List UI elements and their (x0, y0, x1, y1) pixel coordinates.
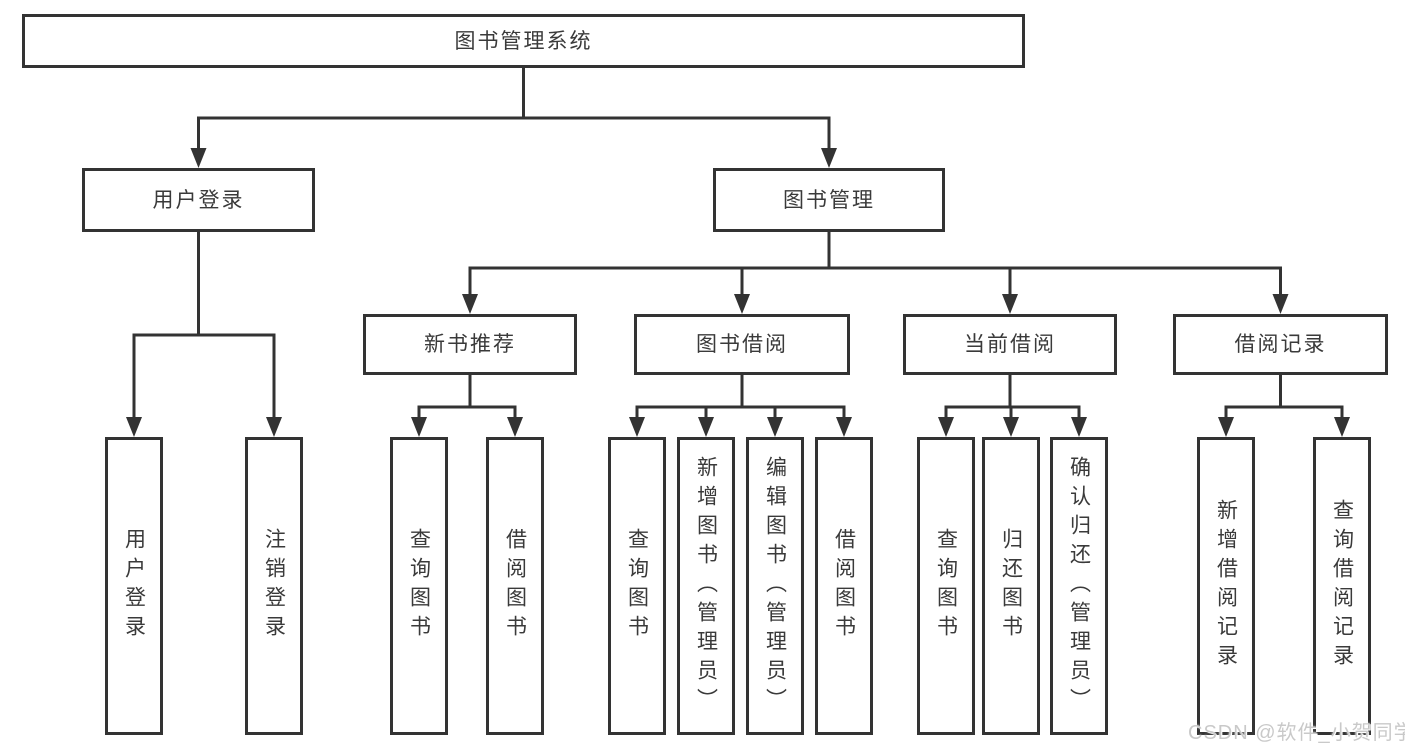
node-book-management: 图书管理 (713, 168, 945, 232)
leaf-query-books: 查询图书 (390, 437, 448, 735)
leaf-label: 查询图书 (934, 528, 958, 644)
root-node-library-management-system: 图书管理系统 (22, 14, 1025, 68)
node-label: 新书推荐 (424, 333, 516, 356)
leaf-query-books: 查询图书 (608, 437, 666, 735)
leaf-label: 新增借阅记录 (1214, 499, 1238, 673)
leaf-label: 查询图书 (625, 528, 649, 644)
leaf-confirm-return-admin: 确认归还（管理员） (1050, 437, 1108, 735)
node-book-borrowing: 图书借阅 (634, 314, 850, 375)
leaf-label: 编辑图书（管理员） (763, 455, 787, 717)
leaf-label: 查询借阅记录 (1330, 499, 1354, 673)
leaf-logout: 注销登录 (245, 437, 303, 735)
leaf-label: 借阅图书 (503, 528, 527, 644)
leaf-label: 新增图书（管理员） (694, 455, 718, 717)
leaf-query-borrow-record: 查询借阅记录 (1313, 437, 1371, 735)
root-node-label: 图书管理系统 (454, 29, 593, 53)
leaf-borrow-books: 借阅图书 (815, 437, 873, 735)
leaf-label: 归还图书 (999, 528, 1023, 644)
leaf-query-books: 查询图书 (917, 437, 975, 735)
node-label: 借阅记录 (1234, 333, 1327, 356)
node-label: 图书管理 (783, 188, 875, 212)
leaf-add-books-admin: 新增图书（管理员） (677, 437, 735, 735)
leaf-label: 注销登录 (262, 528, 286, 644)
node-borrowing-records: 借阅记录 (1173, 314, 1388, 375)
leaf-user-login: 用户登录 (105, 437, 163, 735)
leaf-edit-books-admin: 编辑图书（管理员） (746, 437, 804, 735)
csdn-watermark: CSDN @软件_小贺同学 (1188, 722, 1405, 744)
leaf-label: 用户登录 (122, 528, 146, 644)
leaf-label: 确认归还（管理员） (1067, 455, 1091, 717)
node-user-login: 用户登录 (82, 168, 315, 232)
node-current-borrowing: 当前借阅 (903, 314, 1117, 375)
leaf-borrow-books: 借阅图书 (486, 437, 544, 735)
leaf-add-borrow-record: 新增借阅记录 (1197, 437, 1255, 735)
leaf-label: 借阅图书 (832, 528, 856, 644)
node-new-book-recommendation: 新书推荐 (363, 314, 577, 375)
leaf-return-books: 归还图书 (982, 437, 1040, 735)
node-label: 当前借阅 (964, 333, 1056, 356)
node-label: 图书借阅 (696, 333, 788, 356)
leaf-label: 查询图书 (407, 528, 431, 644)
node-label: 用户登录 (152, 188, 245, 212)
